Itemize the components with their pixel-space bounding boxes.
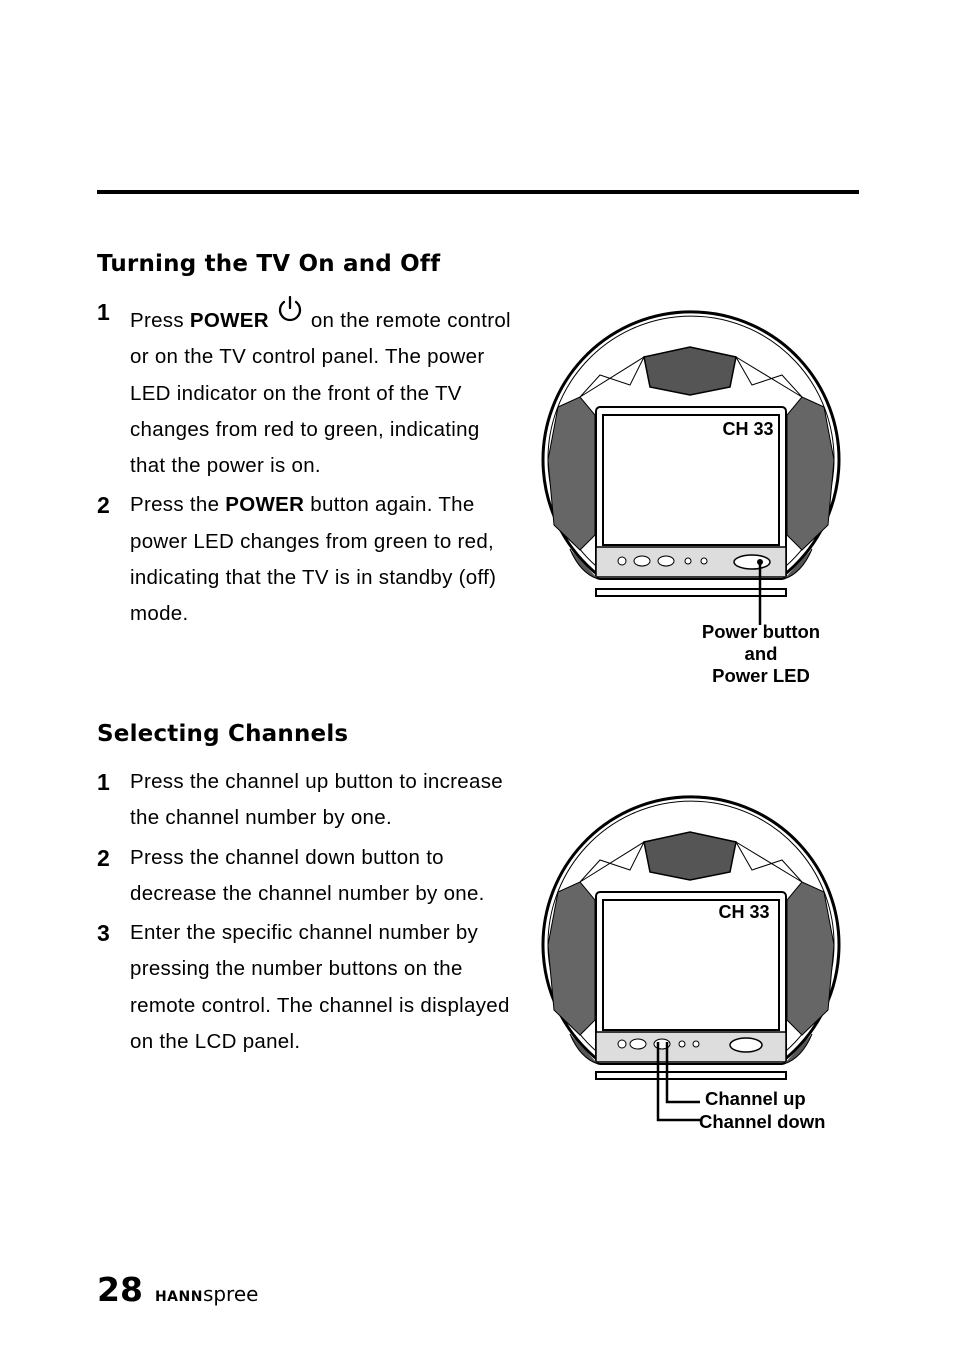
- tv-illustration-power: CH 33: [540, 310, 842, 625]
- step-number: 3: [97, 920, 111, 947]
- power-steps: 1 Press POWER on the remote control or o…: [97, 294, 517, 636]
- callout-channel-up: Channel up: [705, 1088, 806, 1109]
- callout-channel-down: Channel down: [699, 1111, 826, 1132]
- tv-illustration-channels: CH 33: [540, 795, 842, 1122]
- power-step-2: 2 Press the POWER button again. The powe…: [97, 487, 517, 632]
- channel-step-2: 2 Press the channel down button to decre…: [97, 840, 517, 913]
- power-keyword: POWER: [225, 493, 305, 517]
- channel-step-1: 1 Press the channel up button to increas…: [97, 764, 517, 837]
- channel-steps: 1 Press the channel up button to increas…: [97, 764, 517, 1063]
- heading-selecting-channels: Selecting Channels: [97, 721, 349, 747]
- brand-logo-light: spree: [202, 1282, 259, 1306]
- page-number: 28: [97, 1270, 143, 1309]
- brand-logo-strong: HANN: [154, 1289, 203, 1305]
- screen-channel-label: CH 33: [722, 419, 773, 439]
- step-number: 1: [97, 299, 111, 325]
- heading-turning-tv-on-off: Turning the TV On and Off: [97, 251, 441, 277]
- power-step-1: 1 Press POWER on the remote control or o…: [97, 294, 517, 484]
- step-number: 2: [97, 844, 111, 871]
- callout-power-button: Power button and Power LED: [701, 621, 821, 686]
- power-keyword: POWER: [189, 309, 269, 332]
- channel-step-3: 3 Enter the specific channel number by p…: [97, 915, 517, 1060]
- top-rule: [97, 190, 859, 194]
- step-number: 1: [97, 769, 111, 795]
- screen-channel-label: CH 33: [718, 902, 769, 922]
- power-icon: [275, 294, 305, 324]
- step-number: 2: [97, 492, 111, 519]
